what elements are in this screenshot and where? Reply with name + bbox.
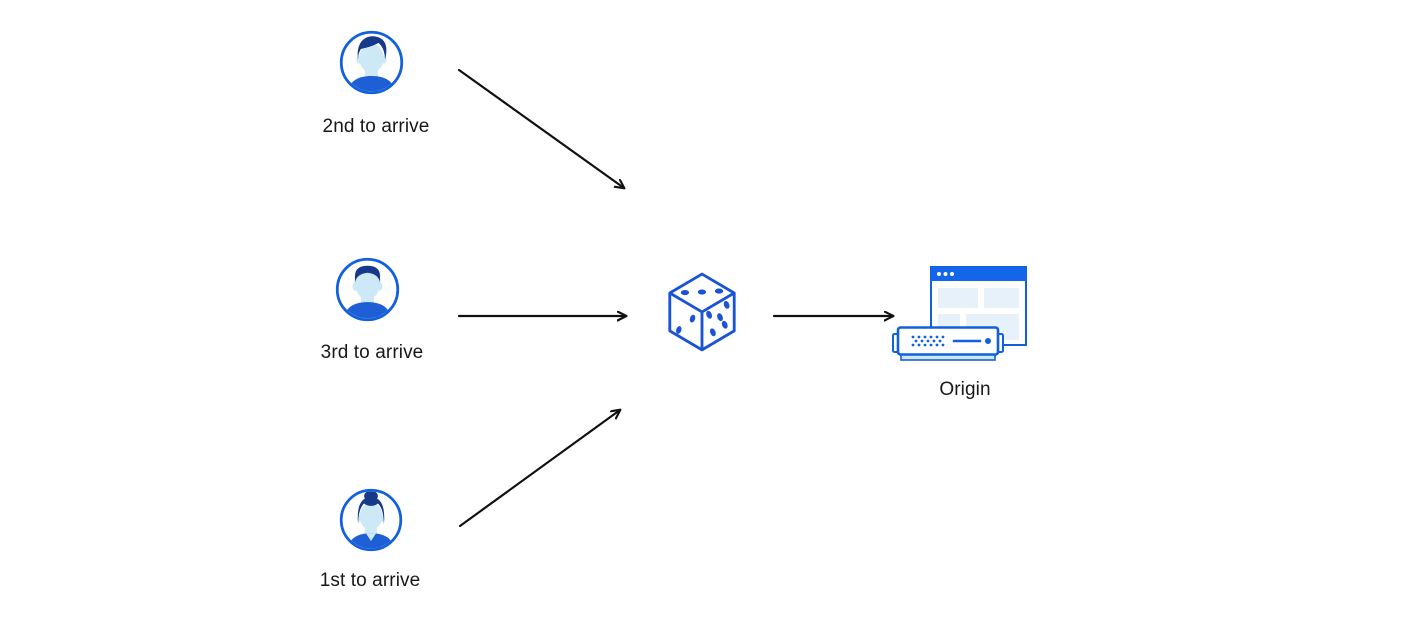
arrow-second-to-dice (457, 68, 624, 188)
client-second-label: 2nd to arrive (322, 116, 430, 137)
user-avatar-icon (339, 30, 404, 95)
dice-icon (668, 272, 736, 352)
origin-label: Origin (939, 379, 991, 400)
user-avatar-icon (339, 488, 403, 552)
client-first-label: 1st to arrive (319, 570, 421, 591)
arrow-first-to-dice (458, 410, 620, 528)
client-third-label: 3rd to arrive (320, 342, 424, 363)
server-icon (892, 326, 1004, 361)
user-avatar-icon (335, 257, 400, 322)
